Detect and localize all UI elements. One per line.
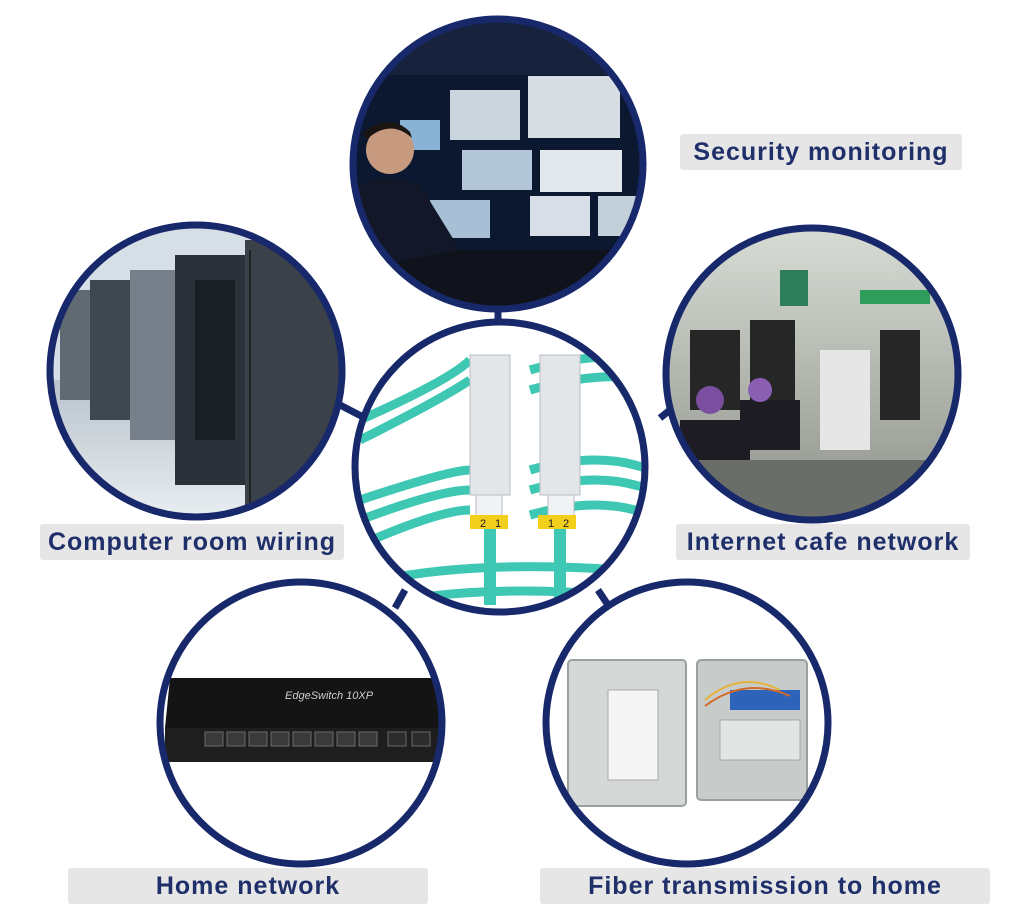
sfp-ports xyxy=(387,731,431,747)
label-home-network: Home network xyxy=(68,868,428,904)
clip-mark-1: 2 xyxy=(480,518,486,530)
clip-mark-4: 2 xyxy=(563,518,569,530)
surveillance-monitors xyxy=(400,76,638,238)
clip-mark-2: 1 xyxy=(495,518,501,530)
lc-connector-right xyxy=(539,354,581,605)
fiber-patch-cable: 2 1 1 2 xyxy=(351,318,649,616)
switch-brand-label: EdgeSwitch 10XP xyxy=(285,690,374,702)
clip-mark-3: 1 xyxy=(548,518,554,530)
ethernet-ports xyxy=(204,731,378,747)
label-computer-room-wiring: Computer room wiring xyxy=(40,524,344,560)
label-security-monitoring: Security monitoring xyxy=(680,134,962,170)
cable-id-clips: 2 1 1 2 xyxy=(470,515,576,530)
home-network-photo: EdgeSwitch 10XP xyxy=(156,578,446,868)
label-fiber-transmission-to-home: Fiber transmission to home xyxy=(540,868,990,904)
lc-connector-left xyxy=(469,354,511,605)
gaming-chairs xyxy=(690,320,920,450)
security-monitoring-photo xyxy=(349,15,647,313)
label-internet-cafe-network: Internet cafe network xyxy=(676,524,970,560)
computer-room-photo xyxy=(46,221,346,521)
fiber-to-home-photo xyxy=(542,578,832,868)
internet-cafe-photo xyxy=(662,224,962,524)
fiber-distribution-box xyxy=(567,659,808,807)
network-switch: EdgeSwitch 10XP xyxy=(165,678,442,762)
cafe-logo xyxy=(780,270,808,306)
